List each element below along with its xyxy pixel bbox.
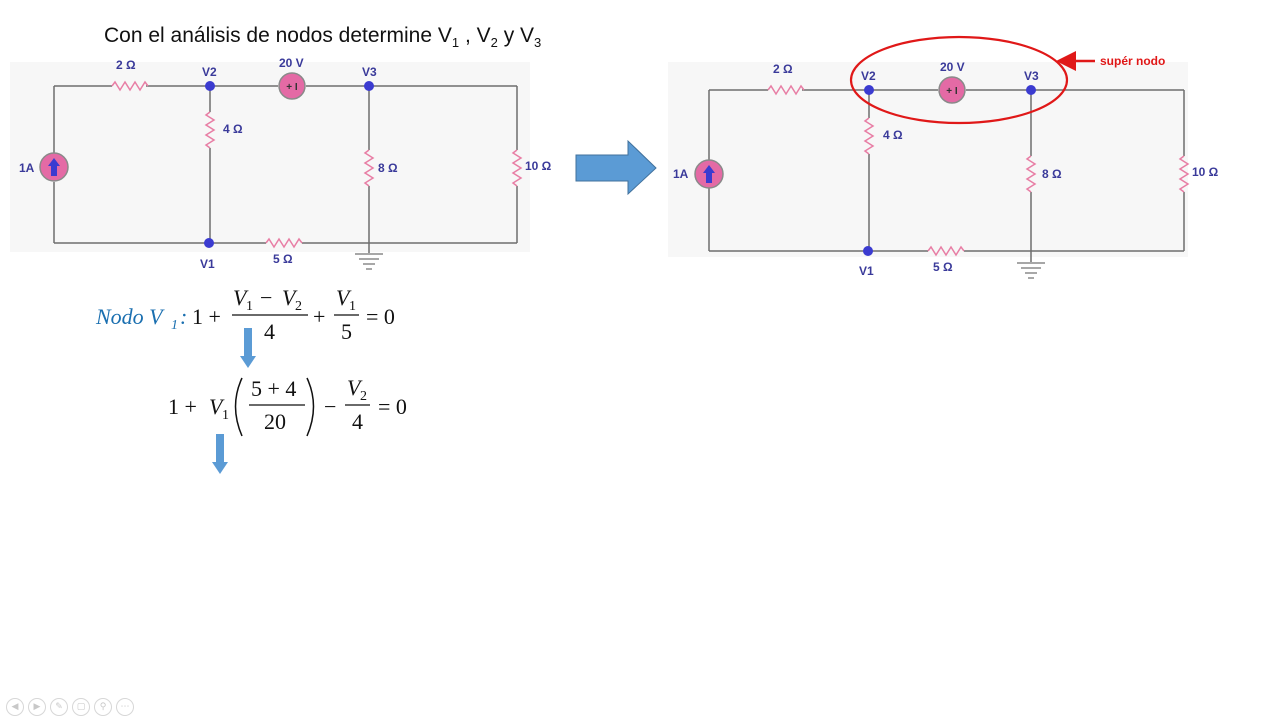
resistor-5ohm xyxy=(265,237,303,249)
eq1-den-4: 4 xyxy=(264,319,275,344)
source-polarity-label: + I xyxy=(286,82,298,93)
node-v3-dot-right xyxy=(1026,85,1036,95)
label-v1: V1 xyxy=(200,257,215,271)
eq1-den-5: 5 xyxy=(341,319,352,344)
wires-left xyxy=(53,85,518,253)
node-v2-dot xyxy=(205,81,215,91)
resistor-4ohm xyxy=(204,111,216,149)
resistor-8ohm-right xyxy=(1025,155,1037,193)
eq2-left-paren xyxy=(234,377,243,437)
prev-icon[interactable]: ◀ xyxy=(6,698,24,716)
eq1-num-v2-sub: 2 xyxy=(295,299,302,314)
eq1-num-v1-sub: 1 xyxy=(246,299,253,314)
eq2-minus: − xyxy=(324,394,336,419)
label-8ohm-right: 8 Ω xyxy=(1042,167,1062,181)
eq2-den-4: 4 xyxy=(352,409,363,434)
circuit-left: + I 2 Ω V2 20 V V3 4 Ω 8 Ω 10 Ω 1A V1 5 … xyxy=(10,56,552,271)
node-v1-dot xyxy=(204,238,214,248)
resistor-8ohm xyxy=(363,149,375,187)
circuit-right: + I 2 Ω V2 20 V V3 4 Ω 8 Ω 10 Ω 1A V1 5 … xyxy=(668,60,1219,279)
label-2ohm: 2 Ω xyxy=(116,58,136,72)
nodo-label: Nodo V xyxy=(95,304,165,329)
current-arrow-icon xyxy=(48,158,60,176)
circuit-left-bg xyxy=(10,62,530,252)
eq1-one-plus: 1 + xyxy=(192,304,221,329)
eq2-one-plus: 1 + xyxy=(168,394,197,419)
down-arrow-1-icon xyxy=(240,328,256,368)
supernode-label: supér nodo xyxy=(1100,54,1165,68)
voltage-source-20v xyxy=(278,72,306,100)
label-8ohm: 8 Ω xyxy=(378,161,398,175)
eq2-v1: V xyxy=(209,394,225,419)
eq1-plus: + xyxy=(313,304,325,329)
slide-title: Con el análisis de nodos determine V1 , … xyxy=(104,24,542,51)
label-4ohm-right: 4 Ω xyxy=(883,128,903,142)
node-v1-dot-right xyxy=(863,246,873,256)
resistor-2ohm-right xyxy=(767,84,805,96)
eq2-num-v2-sub: 2 xyxy=(360,389,367,404)
slides-icon[interactable]: ▢ xyxy=(72,698,90,716)
nodo-colon: : xyxy=(180,304,187,329)
eq1-num-minus: − xyxy=(260,285,272,310)
resistor-10ohm xyxy=(511,149,523,187)
label-2ohm-right: 2 Ω xyxy=(773,62,793,76)
resistor-10ohm-right xyxy=(1178,155,1190,193)
down-arrow-2-icon xyxy=(212,434,228,474)
label-4ohm: 4 Ω xyxy=(223,122,243,136)
label-v3: V3 xyxy=(362,65,377,79)
transform-arrow-icon xyxy=(575,139,657,196)
node-v3-dot xyxy=(364,81,374,91)
label-v3-right: V3 xyxy=(1024,69,1039,83)
resistor-2ohm xyxy=(111,80,149,92)
equation-2: 1 + V 1 5 + 4 20 − V 2 4 = 0 xyxy=(168,375,407,437)
zoom-icon[interactable]: ⚲ xyxy=(94,698,112,716)
eq2-v1-sub: 1 xyxy=(222,408,229,423)
voltage-source-20v-right xyxy=(938,76,966,104)
eq1-num-v1b: V xyxy=(336,285,352,310)
label-5ohm-right: 5 Ω xyxy=(933,260,953,274)
node-v2-dot-right xyxy=(864,85,874,95)
source-polarity-label-right: + I xyxy=(946,86,958,97)
ground-icon-right xyxy=(1017,262,1045,279)
eq2-num: 5 + 4 xyxy=(251,376,296,401)
nodo-label-sub: 1 xyxy=(171,318,178,333)
resistor-4ohm-right xyxy=(863,117,875,155)
label-1a: 1A xyxy=(19,161,35,175)
eq2-equals-zero: = 0 xyxy=(378,394,407,419)
eq2-right-paren xyxy=(306,377,315,437)
eq1-num-v1b-sub: 1 xyxy=(349,299,356,314)
label-20v-right: 20 V xyxy=(940,60,965,74)
label-10ohm: 10 Ω xyxy=(525,159,552,173)
label-5ohm: 5 Ω xyxy=(273,252,293,266)
label-1a-right: 1A xyxy=(673,167,689,181)
current-arrow-icon-right xyxy=(703,165,715,183)
label-20v: 20 V xyxy=(279,56,304,70)
ground-icon xyxy=(355,253,383,270)
circuit-right-bg xyxy=(668,62,1188,257)
equation-1: Nodo V 1 : 1 + V 1 − V 2 4 + V 1 5 = 0 xyxy=(95,285,395,344)
eq2-den: 20 xyxy=(264,409,286,434)
slideshow-toolbar: ◀ ▶ ✎ ▢ ⚲ ⋯ xyxy=(6,698,134,716)
eq1-equals-zero: = 0 xyxy=(366,304,395,329)
eq2-num-v2: V xyxy=(347,375,363,400)
eq1-num-v2: V xyxy=(282,285,298,310)
resistor-5ohm-right xyxy=(927,245,965,257)
more-icon[interactable]: ⋯ xyxy=(116,698,134,716)
next-icon[interactable]: ▶ xyxy=(28,698,46,716)
label-v2-right: V2 xyxy=(861,69,876,83)
pen-icon[interactable]: ✎ xyxy=(50,698,68,716)
label-10ohm-right: 10 Ω xyxy=(1192,165,1219,179)
label-v1-right: V1 xyxy=(859,264,874,278)
supernode-ellipse xyxy=(849,35,1069,125)
label-v2: V2 xyxy=(202,65,217,79)
eq1-num-v1: V xyxy=(233,285,249,310)
